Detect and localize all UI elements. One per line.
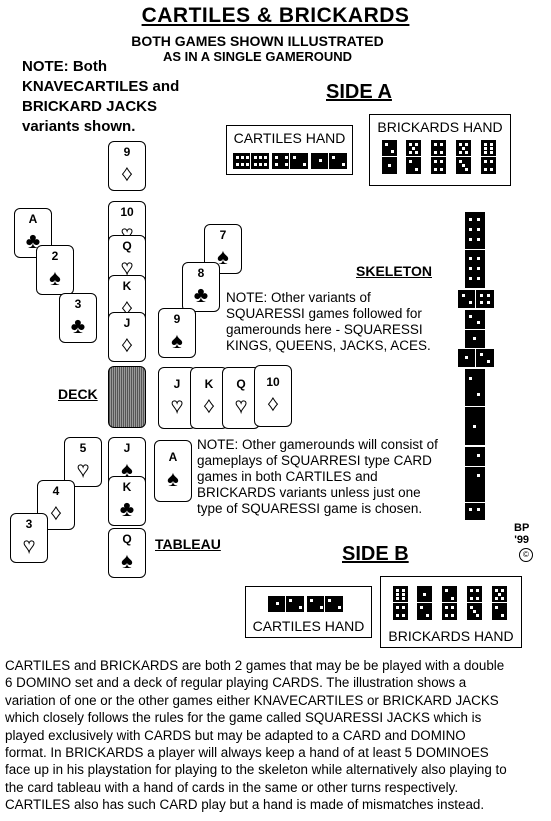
- deck-label: DECK: [58, 386, 98, 402]
- card-a-spades: A♠: [154, 440, 192, 502]
- card-2-spades: 2♠: [36, 245, 74, 295]
- signature: BP '99: [514, 522, 530, 546]
- cartiles-hand-label: CARTILES HAND: [252, 618, 365, 634]
- domino: [233, 153, 269, 169]
- domino: [268, 596, 304, 612]
- card-9-diamonds: 9♦: [108, 141, 146, 191]
- domino: [307, 596, 343, 612]
- domino: [311, 153, 347, 169]
- cartiles-hand-label: CARTILES HAND: [233, 130, 346, 146]
- card-10-diamonds: 10♦: [254, 365, 292, 427]
- domino: [393, 586, 408, 620]
- domino: [465, 447, 485, 485]
- side-b-label: SIDE B: [342, 543, 409, 565]
- domino: [417, 586, 432, 620]
- side-a-brickards-hand: BRICKARDS HAND: [369, 114, 511, 186]
- description-text: CARTILES and BRICKARDS are both 2 games …: [5, 658, 507, 813]
- brickards-hand-label: BRICKARDS HAND: [377, 119, 503, 135]
- domino: [458, 290, 494, 308]
- side-b-cartiles-hand: CARTILES HAND: [245, 586, 372, 638]
- side-a-label: SIDE A: [326, 81, 392, 103]
- domino: [406, 140, 421, 174]
- card-5-hearts: 5♥: [64, 437, 102, 487]
- card-k-clubs: K♣: [108, 476, 146, 526]
- card-9-spades: 9♠: [158, 308, 196, 358]
- side-a-cartiles-hand: CARTILES HAND: [226, 125, 353, 175]
- domino: [465, 212, 485, 288]
- side-b-brickards-hand: BRICKARDS HAND: [380, 576, 522, 648]
- domino: [492, 586, 507, 620]
- deck-card-back: [108, 366, 146, 428]
- subtitle-line-1: BOTH GAMES SHOWN ILLUSTRATED: [131, 33, 384, 49]
- skeleton-label: SKELETON: [356, 263, 432, 279]
- card-j-diamonds: J♦: [108, 312, 146, 362]
- page-title: CARTILES & BRICKARDS: [141, 4, 410, 27]
- card-j-hearts: J♥: [158, 367, 196, 429]
- domino: [481, 140, 496, 174]
- domino: [467, 586, 482, 620]
- domino: [465, 484, 485, 520]
- domino: [465, 310, 485, 348]
- domino: [431, 140, 446, 174]
- card-3-clubs: 3♣: [59, 293, 97, 343]
- note-other-gamerounds: NOTE: Other gamerounds will consist of g…: [197, 437, 438, 516]
- note-variants: NOTE: Both KNAVECARTILES and BRICKARD JA…: [22, 58, 180, 135]
- domino: [458, 349, 494, 367]
- domino: [456, 140, 471, 174]
- domino: [272, 153, 308, 169]
- subtitle-line-2: AS IN A SINGLE GAMEROUND: [163, 49, 352, 64]
- note-other-variants: NOTE: Other variants of SQUARESSI games …: [226, 290, 431, 353]
- brickards-hand-label: BRICKARDS HAND: [388, 628, 514, 644]
- tableau-label: TABLEAU: [155, 536, 221, 552]
- copyright-icon: ©: [519, 548, 533, 562]
- card-8-clubs: 8♣: [182, 262, 220, 312]
- card-3-hearts: 3♥: [10, 513, 48, 563]
- domino: [465, 369, 485, 445]
- card-q-spades: Q♠: [108, 528, 146, 578]
- domino: [442, 586, 457, 620]
- card-k-diamonds-row: K♦: [190, 367, 228, 429]
- domino: [382, 140, 397, 174]
